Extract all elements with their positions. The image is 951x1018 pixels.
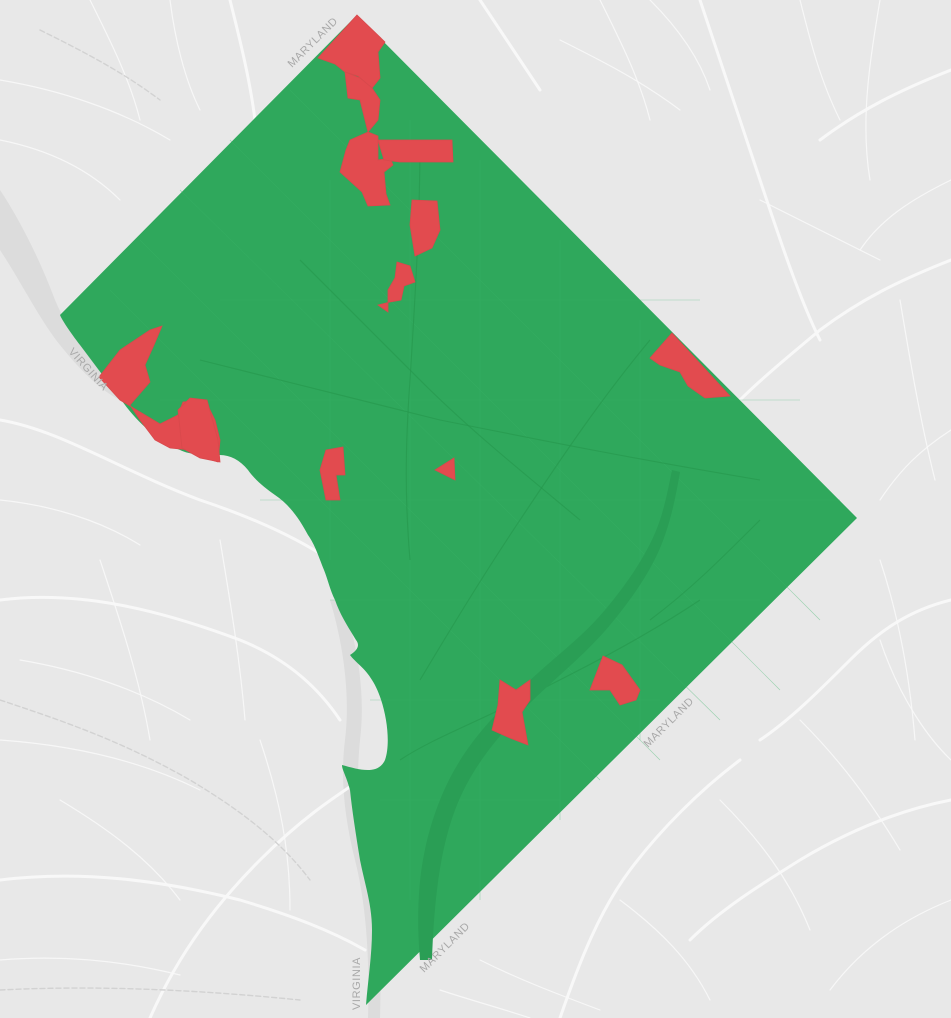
tract-north-column bbox=[409, 199, 441, 257]
label-virginia-south: VIRGINIA bbox=[351, 957, 363, 1010]
tract-southeast-right bbox=[589, 655, 641, 706]
tract-north-upper bbox=[344, 71, 381, 133]
tract-north-middle bbox=[339, 131, 394, 207]
highlighted-tracts[interactable] bbox=[98, 14, 731, 746]
tract-central-triangle bbox=[434, 457, 456, 481]
tract-west-glover bbox=[177, 397, 221, 463]
tract-north-east-strip bbox=[377, 139, 454, 163]
tract-northeast bbox=[649, 332, 731, 399]
district-polygon[interactable] bbox=[60, 15, 857, 1005]
tract-north-small bbox=[377, 261, 416, 313]
tract-southeast-large bbox=[491, 679, 531, 746]
tract-central-west bbox=[319, 446, 346, 501]
